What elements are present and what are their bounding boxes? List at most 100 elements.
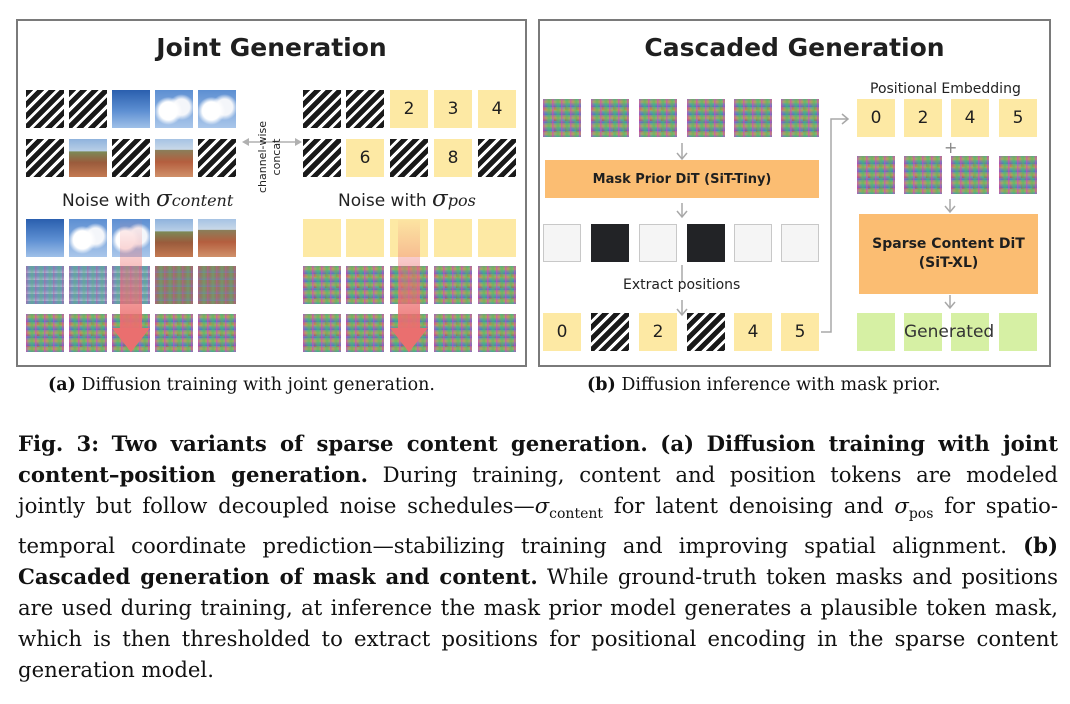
noise-token xyxy=(346,266,384,304)
noise-arrow-position-head xyxy=(390,328,428,352)
noisy-content-token xyxy=(69,266,107,304)
noise-token xyxy=(904,156,942,194)
concat-arrow xyxy=(242,138,302,146)
embedding-token: 4 xyxy=(951,99,989,137)
noise-arrow-position xyxy=(398,220,420,330)
mask-token-empty xyxy=(543,224,581,262)
panel-b-connectors xyxy=(676,113,956,333)
embedding-token: 5 xyxy=(999,99,1037,137)
content-token-image xyxy=(112,90,150,128)
masked-token xyxy=(69,90,107,128)
mask-token-filled xyxy=(687,224,725,262)
position-token: 2 xyxy=(639,313,677,351)
noise-token xyxy=(687,99,725,137)
noise-token xyxy=(478,266,516,304)
fig-sigma-content: σ xyxy=(534,493,550,518)
mask-token-empty xyxy=(639,224,677,262)
sparse-dit-model: (SiT-XL) xyxy=(918,255,979,271)
fig-a-tag: (a) xyxy=(660,431,695,456)
position-token-empty xyxy=(303,219,341,257)
noise-token xyxy=(543,99,581,137)
concat-label-line2: concat xyxy=(270,138,283,176)
subcaption-b-text: Diffusion inference with mask prior. xyxy=(621,375,941,395)
masked-token xyxy=(198,139,236,177)
generated-token xyxy=(999,313,1037,351)
noise-token xyxy=(857,156,895,194)
noise-token xyxy=(198,314,236,352)
noise-token xyxy=(303,266,341,304)
position-token: 8 xyxy=(434,139,472,177)
position-token-empty xyxy=(346,219,384,257)
fig-label: Fig. 3: xyxy=(18,431,100,456)
noise-token xyxy=(303,314,341,352)
masked-token xyxy=(478,139,516,177)
sigma-subscript: content xyxy=(171,191,234,210)
content-token-image xyxy=(69,139,107,177)
noise-token xyxy=(155,314,193,352)
panel-a-title: Joint Generation xyxy=(156,33,387,62)
concat-label-line1: channel-wise xyxy=(256,120,269,194)
extract-positions-label: Extract positions xyxy=(623,277,741,293)
masked-token xyxy=(303,90,341,128)
noisy-content-token xyxy=(26,266,64,304)
position-token-empty xyxy=(434,219,472,257)
fig-title: Two variants of sparse content generatio… xyxy=(111,431,648,456)
masked-token xyxy=(26,90,64,128)
masked-token xyxy=(591,313,629,351)
subcaption-a-tag: (a) xyxy=(48,375,76,395)
noise-token xyxy=(951,156,989,194)
content-token-image xyxy=(198,219,236,257)
position-token-empty xyxy=(478,219,516,257)
fig-b-text: While ground-truth token masks and posit… xyxy=(18,564,1058,683)
noise-token xyxy=(591,99,629,137)
masked-token xyxy=(26,139,64,177)
content-token-image xyxy=(155,90,193,128)
mask-token-filled xyxy=(591,224,629,262)
fig-a-text-2: for latent denoising and xyxy=(613,493,884,518)
mask-token-empty xyxy=(781,224,819,262)
position-token: 3 xyxy=(434,90,472,128)
content-token-image xyxy=(69,219,107,257)
fig-a-title: Diffusion training with joint content–po… xyxy=(18,431,1058,487)
mask-token-empty xyxy=(734,224,772,262)
panel-joint-generation xyxy=(16,19,527,367)
noise-token xyxy=(734,99,772,137)
masked-token xyxy=(112,139,150,177)
noise-token xyxy=(639,99,677,137)
embedding-token: 0 xyxy=(857,99,895,137)
noise-pos-text: Noise with xyxy=(338,191,427,211)
noise-token xyxy=(434,314,472,352)
subcaption-a: (a) Diffusion training with joint genera… xyxy=(48,375,435,395)
noisy-content-token xyxy=(155,266,193,304)
sparse-content-dit-box: Sparse Content DiT (SiT-XL) xyxy=(859,214,1038,294)
fig-a-text-3: for spatio-temporal coordinate predictio… xyxy=(18,493,1059,559)
position-token: 6 xyxy=(346,139,384,177)
fig-b-tag: (b) xyxy=(1023,533,1058,559)
noise-arrow-content-head xyxy=(112,328,150,352)
content-token-image xyxy=(155,219,193,257)
position-token: 4 xyxy=(734,313,772,351)
subcaption-a-text: Diffusion training with joint generation… xyxy=(81,375,435,395)
noise-content-label: Noise with σcontent xyxy=(62,186,233,212)
generated-token xyxy=(951,313,989,351)
sigma-symbol: σ xyxy=(432,186,448,212)
positional-embedding-label: Positional Embedding xyxy=(870,81,1021,97)
noise-pos-label: Noise with σpos xyxy=(338,186,476,212)
plus-sign: + xyxy=(944,138,958,157)
generated-token xyxy=(904,313,942,351)
noise-token xyxy=(434,266,472,304)
subcaption-b-tag: (b) xyxy=(587,375,616,395)
noise-token xyxy=(26,314,64,352)
fig-a-text-1: During training, content and position to… xyxy=(18,462,1058,518)
noise-content-text: Noise with xyxy=(62,191,151,211)
fig-sigma-pos: σ xyxy=(894,493,909,518)
fig-b-title: Cascaded generation of mask and content. xyxy=(18,564,538,590)
masked-token xyxy=(390,139,428,177)
sigma-subscript: pos xyxy=(447,191,476,210)
sigma-symbol: σ xyxy=(156,186,172,212)
masked-token xyxy=(303,139,341,177)
noise-token xyxy=(999,156,1037,194)
position-token: 5 xyxy=(781,313,819,351)
generated-token xyxy=(857,313,895,351)
panel-b-title: Cascaded Generation xyxy=(644,33,945,62)
